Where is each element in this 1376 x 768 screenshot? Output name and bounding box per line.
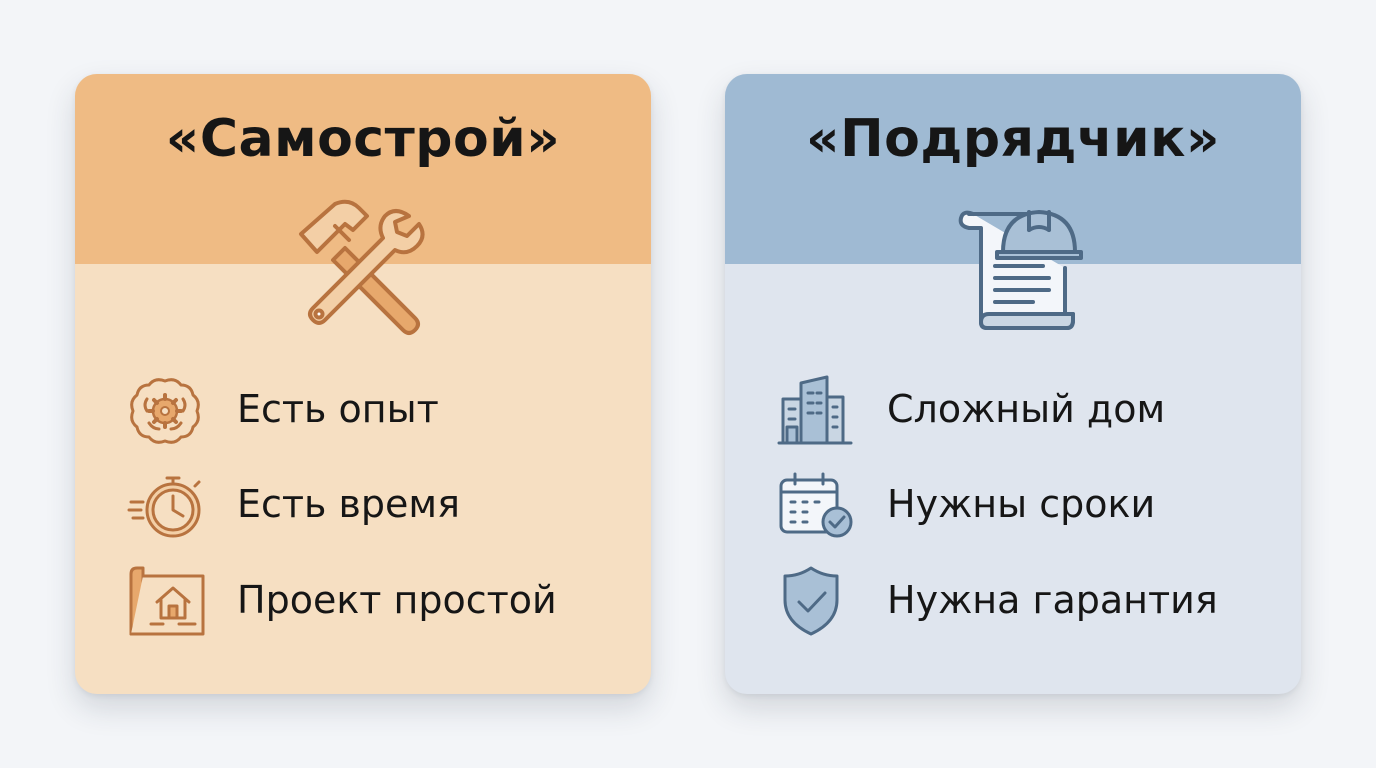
diy-item-simple-project: Проект простой — [127, 562, 637, 642]
house-blueprint-icon — [129, 566, 205, 636]
contractor-card-title: «Подрядчик» — [806, 109, 1220, 169]
diy-item-experience: Есть опыт — [127, 371, 637, 451]
contractor-item-guarantee: Нужна гарантия — [777, 562, 1287, 642]
hammer-wrench-icon — [299, 199, 425, 335]
diy-card-header — [75, 74, 651, 264]
brain-gear-icon — [130, 378, 200, 444]
contractor-card: «Подрядчик» — [725, 74, 1301, 694]
calendar-check-icon — [779, 472, 853, 538]
contractor-item-label: Нужны сроки — [887, 482, 1156, 526]
contractor-item-label: Сложный дом — [887, 387, 1166, 431]
stopwatch-icon — [127, 476, 201, 538]
diy-card: «Самострой» — [75, 74, 651, 694]
shield-check-icon — [783, 566, 839, 636]
buildings-icon — [777, 375, 853, 445]
diy-item-label: Есть время — [237, 482, 460, 526]
contractor-item-deadlines: Нужны сроки — [777, 466, 1287, 546]
diy-item-label: Проект простой — [237, 578, 557, 622]
contract-hardhat-icon — [958, 210, 1083, 330]
contractor-item-complex-house: Сложный дом — [777, 371, 1287, 451]
diy-item-time: Есть время — [127, 466, 637, 546]
contractor-item-label: Нужна гарантия — [887, 578, 1218, 622]
diy-card-title: «Самострой» — [165, 109, 561, 169]
diy-item-label: Есть опыт — [237, 387, 439, 431]
